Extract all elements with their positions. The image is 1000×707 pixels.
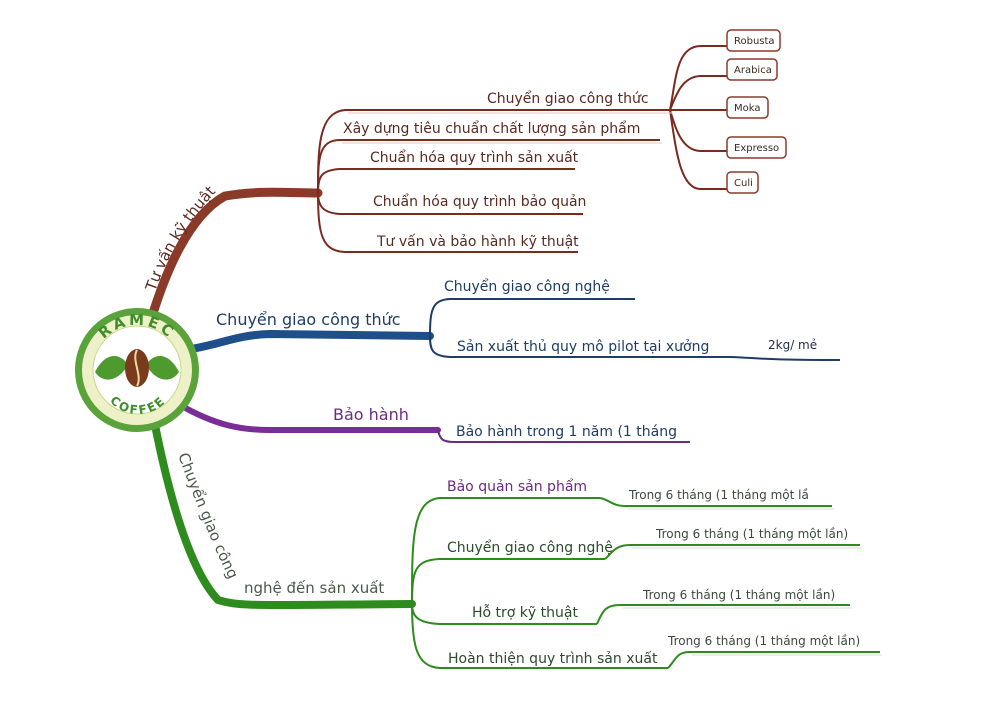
variety-label: Arabica: [734, 65, 772, 76]
variety-label: Expresso: [734, 143, 779, 154]
formula-child-label: Chuyển giao công nghệ: [444, 278, 610, 295]
formula-child-label: Sản xuất thủ quy mô pilot tại xưởng: [457, 339, 709, 355]
svg-text:Chuyển giao công: Chuyển giao công: [174, 450, 242, 581]
variety-box-culi: [726, 171, 759, 194]
variety-label: Moka: [734, 103, 761, 114]
branch-formula-main: [181, 329, 434, 354]
production-child-label: Hỗ trợ kỹ thuật: [472, 604, 578, 621]
branch-formula-label: Chuyển giao công thức: [216, 310, 401, 329]
variety-boxes: [726, 29, 787, 194]
variety-label: Culi: [734, 178, 753, 189]
svg-text:Tư vấn kỹ thuật: Tư vấn kỹ thuật: [142, 182, 220, 294]
pilot-note: 2kg/ mẻ: [768, 338, 817, 352]
variety-label: Robusta: [734, 36, 775, 47]
ramec-coffee-logo: RAMEC COFFEE: [75, 308, 199, 432]
warranty-connectors: [437, 429, 690, 443]
technical-child-label: Xây dựng tiêu chuẩn chất lượng sản phẩm: [343, 120, 640, 137]
production-child-label: Bảo quản sản phẩm: [447, 478, 587, 495]
production-connectors: [411, 497, 880, 669]
technical-connectors: [317, 45, 727, 253]
technical-underline-shadows: [342, 112, 672, 144]
branch-production-label-part2: nghệ đến sản xuất: [244, 579, 384, 597]
technical-child-label: Tư vấn và bảo hành kỹ thuật: [376, 234, 579, 250]
variety-box-moka: [726, 96, 769, 119]
leaf-left-icon: [95, 355, 128, 380]
leaf-right-icon: [146, 355, 179, 380]
technical-child-label: Chuyển giao công thức: [487, 90, 649, 107]
technical-child-label: Chuẩn hóa quy trình sản xuất: [370, 149, 579, 166]
variety-box-arabica: [726, 58, 778, 81]
formula-connectors: [429, 298, 841, 361]
production-note: Trong 6 tháng (1 tháng một lần): [667, 634, 860, 648]
branch-technical-label: Tư vấn kỹ thuật: [142, 182, 220, 294]
production-child-label: Chuyển giao công nghệ: [447, 539, 613, 556]
branch-warranty-label: Bảo hành: [333, 405, 409, 424]
production-child-label: Hoàn thiện quy trình sản xuất: [448, 651, 658, 667]
variety-box-robusta: [726, 29, 781, 52]
production-note: Trong 6 tháng (1 tháng một lần): [655, 527, 848, 541]
variety-box-expresso: [726, 136, 787, 159]
branch-warranty-main: [177, 402, 441, 433]
technical-child-label: Chuẩn hóa quy trình bảo quản: [373, 193, 586, 210]
production-note: Trong 6 tháng (1 tháng một lầ: [628, 488, 809, 502]
branch-technical-main: [143, 187, 323, 335]
production-underline-shadows: [622, 508, 882, 656]
branch-production-main: [151, 421, 416, 610]
production-note: Trong 6 tháng (1 tháng một lần): [642, 588, 835, 602]
warranty-child-label: Bảo hành trong 1 năm (1 tháng: [456, 424, 677, 440]
branch-production-label-part1: Chuyển giao công: [174, 450, 242, 581]
